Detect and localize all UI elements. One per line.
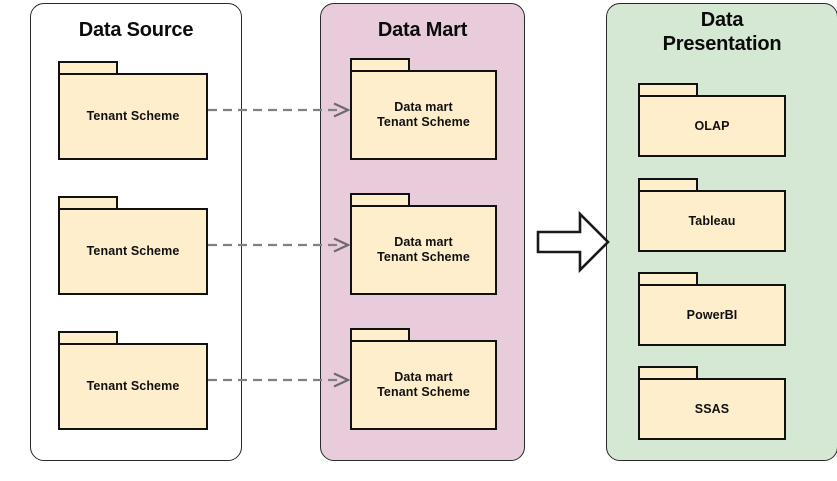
folder-body: Data mart Tenant Scheme [350,70,497,160]
folder-body: PowerBI [638,284,786,346]
node-label: OLAP [694,118,730,133]
node-present-powerbi[interactable]: PowerBI [638,272,786,346]
folder-tab [58,196,118,209]
folder-tab [350,193,410,206]
node-source-3[interactable]: Tenant Scheme [58,331,208,430]
node-mart-2[interactable]: Data mart Tenant Scheme [350,193,497,295]
folder-tab [58,61,118,74]
folder-body: Tableau [638,190,786,252]
node-present-ssas[interactable]: SSAS [638,366,786,440]
node-label: Tenant Scheme [86,244,180,258]
node-label: Data mart Tenant Scheme [377,370,470,399]
node-source-1[interactable]: Tenant Scheme [58,61,208,160]
folder-tab [638,366,698,379]
panel-title-data-presentation: Data Presentation [662,9,782,55]
folder-tab [58,331,118,344]
folder-body: Data mart Tenant Scheme [350,205,497,295]
panel-title-data-source: Data Source [78,19,194,41]
folder-tab [638,83,698,96]
folder-body: SSAS [638,378,786,440]
folder-body: OLAP [638,95,786,157]
node-mart-3[interactable]: Data mart Tenant Scheme [350,328,497,430]
node-label: Tenant Scheme [86,109,180,123]
node-label: SSAS [694,401,730,416]
folder-body: Tenant Scheme [58,73,208,160]
node-label: Data mart Tenant Scheme [377,100,470,129]
node-mart-1[interactable]: Data mart Tenant Scheme [350,58,497,160]
folder-tab [350,58,410,71]
folder-body: Tenant Scheme [58,343,208,430]
node-label: Data mart Tenant Scheme [377,235,470,264]
folder-body: Data mart Tenant Scheme [350,340,497,430]
node-label: Tableau [688,213,736,228]
node-source-2[interactable]: Tenant Scheme [58,196,208,295]
node-present-olap[interactable]: OLAP [638,83,786,157]
folder-body: Tenant Scheme [58,208,208,295]
node-label: Tenant Scheme [86,379,180,393]
folder-tab [638,178,698,191]
node-label: PowerBI [686,307,738,322]
folder-tab [350,328,410,341]
panel-title-data-mart: Data Mart [377,19,468,41]
folder-tab [638,272,698,285]
block-arrow-right-icon [536,211,610,273]
node-present-tableau[interactable]: Tableau [638,178,786,252]
